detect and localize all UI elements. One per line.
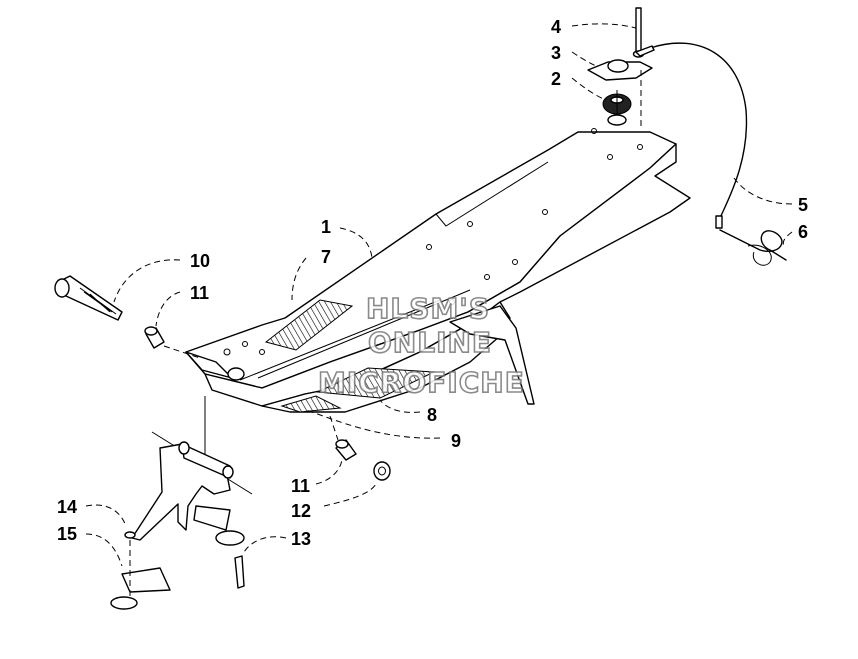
callout-12: 12 [291, 501, 311, 521]
decal-8 [316, 367, 436, 399]
callout-6: 6 [798, 222, 808, 242]
callout-2: 2 [551, 69, 561, 89]
left-bolt-assembly [54, 275, 201, 359]
callout-11b: 11 [291, 476, 310, 496]
callout-4: 4 [551, 17, 561, 37]
watermark-line-2: ONLINE [368, 326, 492, 359]
pin-4 [635, 7, 642, 55]
running-board-part [185, 128, 691, 413]
callout-7: 7 [321, 247, 331, 267]
callout-1: 1 [321, 217, 331, 237]
leader-lines [85, 23, 793, 567]
callout-3: 3 [551, 43, 561, 63]
callout-8: 8 [427, 405, 437, 425]
callout-10: 10 [190, 251, 210, 271]
stand-bracket-assembly [110, 396, 253, 610]
callout-15: 15 [57, 524, 77, 544]
callout-labels: 4 3 2 5 6 1 7 10 11 8 9 11 12 13 14 15 [57, 17, 808, 549]
callout-11a: 11 [190, 283, 209, 303]
nut-12 [373, 461, 391, 481]
top-mount-assembly [587, 7, 653, 128]
washer-part [607, 114, 627, 126]
pin-13 [234, 555, 245, 589]
callout-5: 5 [798, 195, 808, 215]
clip-6 [719, 229, 787, 261]
cable-5 [649, 42, 748, 219]
callout-13: 13 [291, 529, 311, 549]
decal-7 [264, 299, 354, 351]
watermark-line-3: MICROFICHE [318, 366, 525, 399]
plate-15 [121, 567, 171, 593]
tether-cable-assembly [635, 42, 787, 266]
decal-9 [280, 395, 342, 413]
watermark-line-1: HLSM'S [366, 292, 490, 325]
watermark: HLSM'S ONLINE MICROFICHE [317, 291, 525, 400]
callout-14: 14 [57, 497, 77, 517]
callout-9: 9 [451, 431, 461, 451]
lower-hardware [329, 415, 391, 481]
